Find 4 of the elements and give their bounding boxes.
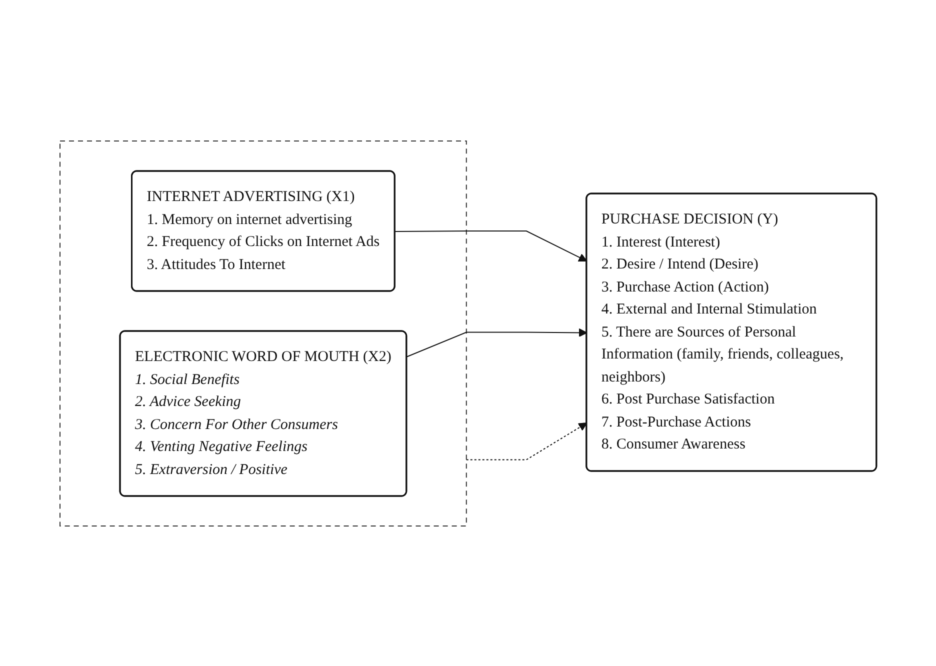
- arrow: [466, 422, 588, 460]
- cluster: [59, 140, 467, 526]
- arrow: [406, 328, 588, 357]
- arrow: [394, 230, 588, 262]
